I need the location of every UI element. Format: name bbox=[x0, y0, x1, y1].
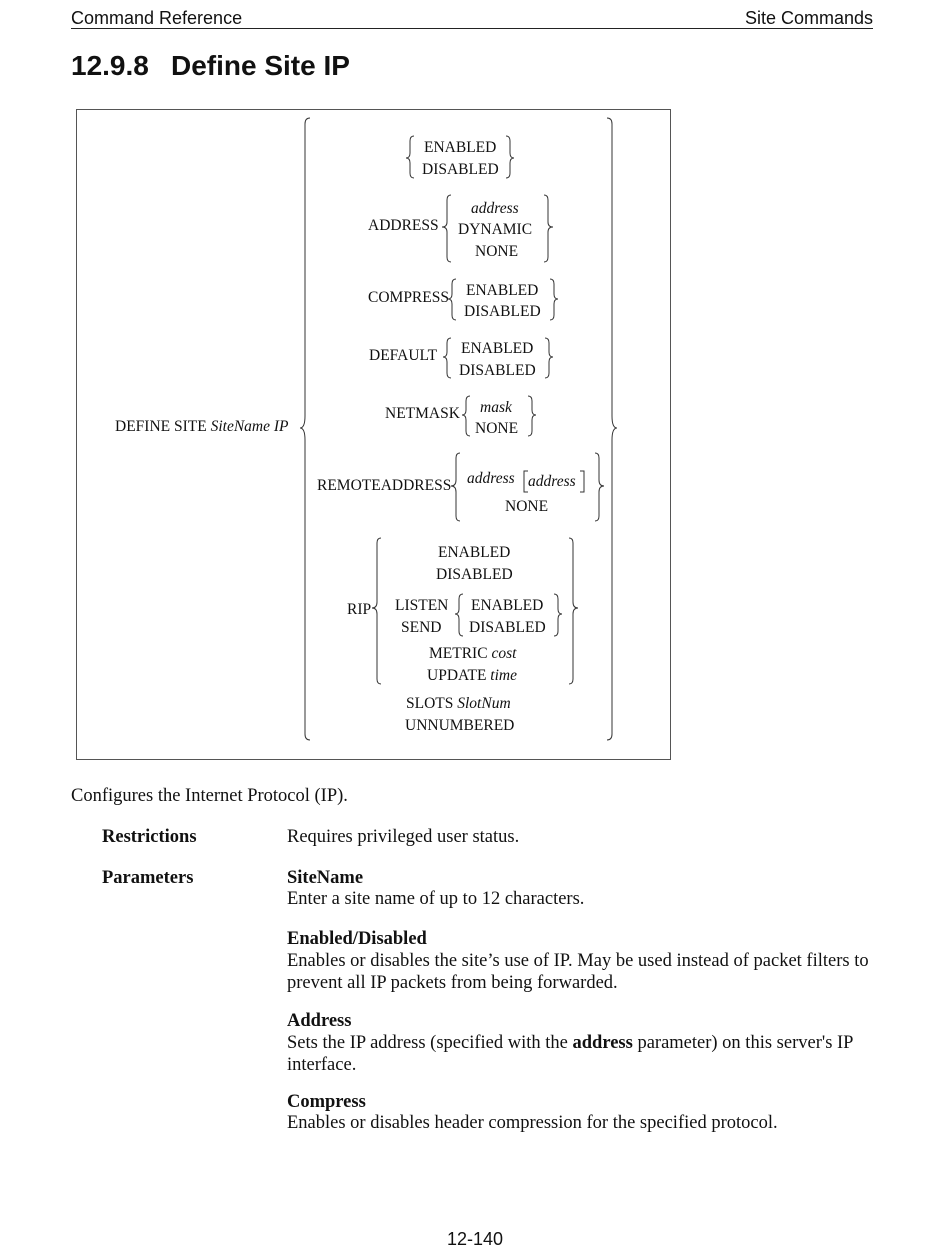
restrictions-text: Requires privileged user status. bbox=[287, 827, 520, 847]
rip-update: UPDATE time bbox=[427, 667, 517, 684]
netmask-keyword: NETMASK bbox=[385, 405, 460, 422]
syntax-command-arg: SiteName IP bbox=[210, 418, 289, 435]
section-title-text: Define Site IP bbox=[171, 50, 350, 81]
remoteaddress-opt-address: address bbox=[467, 470, 515, 487]
rip-send: SEND bbox=[401, 619, 442, 636]
compress-enabled: ENABLED bbox=[466, 282, 539, 299]
state-enabled: ENABLED bbox=[424, 139, 497, 156]
rip-keyword: RIP bbox=[347, 601, 372, 618]
param-address-desc-line1: Sets the IP address (specified with the … bbox=[287, 1033, 854, 1053]
default-disabled: DISABLED bbox=[459, 362, 536, 379]
unnumbered-option: UNNUMBERED bbox=[405, 717, 515, 734]
netmask-opt-none: NONE bbox=[475, 420, 519, 437]
param-compress-desc: Enables or disables header compression f… bbox=[287, 1113, 778, 1133]
remoteaddress-keyword: REMOTEADDRESS bbox=[317, 477, 452, 494]
compress-disabled: DISABLED bbox=[464, 303, 541, 320]
address-opt-none: NONE bbox=[475, 243, 519, 260]
param-address: Address Sets the IP address (specified w… bbox=[287, 1010, 887, 1076]
param-compress-name: Compress bbox=[287, 1092, 366, 1112]
rip-disabled: DISABLED bbox=[436, 566, 513, 583]
remoteaddress-opt-address-optional: address bbox=[528, 473, 576, 490]
param-enabled-disabled-desc-line1: Enables or disables the site’s use of IP… bbox=[287, 951, 869, 971]
param-enabled-disabled-name: Enabled/Disabled bbox=[287, 929, 427, 949]
address-keyword: ADDRESS bbox=[368, 217, 439, 234]
rip-listen: LISTEN bbox=[395, 597, 449, 614]
default-enabled: ENABLED bbox=[461, 340, 534, 357]
netmask-opt-mask: mask bbox=[480, 399, 512, 416]
param-sitename: SiteName Enter a site name of up to 12 c… bbox=[287, 868, 877, 910]
syntax-diagram: DEFINE SITE SiteName IP ENABLED DISABLED… bbox=[76, 109, 671, 760]
param-enabled-disabled-desc-line2: prevent all IP packets from being forwar… bbox=[287, 973, 618, 993]
slots-option: SLOTS SlotNum bbox=[406, 695, 511, 712]
compress-keyword: COMPRESS bbox=[368, 289, 449, 306]
param-address-desc-line2: interface. bbox=[287, 1055, 357, 1075]
address-opt-dynamic: DYNAMIC bbox=[458, 221, 533, 238]
command-description: Configures the Internet Protocol (IP). bbox=[71, 786, 348, 806]
remoteaddress-opt-none: NONE bbox=[505, 498, 549, 515]
parameters-label: Parameters bbox=[102, 868, 194, 888]
default-keyword: DEFAULT bbox=[369, 347, 438, 364]
restrictions-label: Restrictions bbox=[102, 827, 197, 847]
state-disabled: DISABLED bbox=[422, 161, 499, 178]
rip-sub-enabled: ENABLED bbox=[471, 597, 544, 614]
rip-enabled: ENABLED bbox=[438, 544, 511, 561]
param-sitename-desc: Enter a site name of up to 12 characters… bbox=[287, 889, 585, 909]
section-number: 12.9.8 bbox=[71, 50, 149, 81]
header-left: Command Reference bbox=[71, 8, 243, 28]
param-address-name: Address bbox=[287, 1011, 352, 1031]
syntax-command-keyword: DEFINE SITE bbox=[115, 418, 207, 435]
param-sitename-name: SiteName bbox=[287, 868, 364, 888]
page-header: Command Reference Site Commands bbox=[71, 8, 873, 29]
rip-sub-disabled: DISABLED bbox=[469, 619, 546, 636]
address-opt-address: address bbox=[471, 200, 519, 217]
param-enabled-disabled: Enabled/Disabled Enables or disables the… bbox=[287, 928, 887, 994]
header-right: Site Commands bbox=[744, 8, 873, 28]
syntax-command: DEFINE SITE SiteName IP bbox=[115, 418, 289, 436]
section-title: 12.9.8 Define Site IP bbox=[71, 50, 350, 82]
rip-metric: METRIC cost bbox=[429, 645, 517, 662]
page-number: 12-140 bbox=[446, 1229, 504, 1249]
param-compress: Compress Enables or disables header comp… bbox=[287, 1092, 887, 1134]
syntax-braces bbox=[299, 117, 618, 741]
